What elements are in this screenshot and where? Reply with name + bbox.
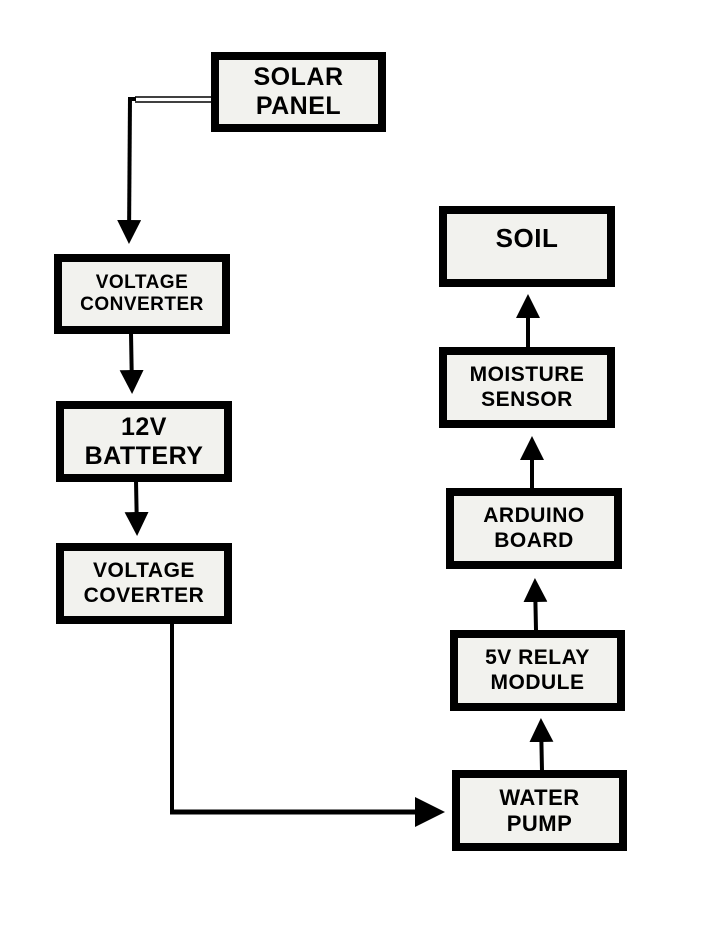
node-label-line: 12V bbox=[121, 412, 167, 441]
node-label-line: MODULE bbox=[490, 670, 585, 694]
node-label-line: BATTERY bbox=[84, 441, 204, 470]
node-label-line: SENSOR bbox=[481, 387, 573, 411]
edge-converter2-to-pump bbox=[170, 622, 445, 827]
node-5v-relay-module: 5V RELAY MODULE bbox=[450, 630, 625, 711]
node-label-line: PUMP bbox=[506, 810, 573, 836]
edge-converter-to-battery bbox=[119, 332, 144, 394]
edge-pump-to-relay bbox=[529, 718, 554, 772]
node-label-line: BOARD bbox=[494, 528, 574, 552]
node-label-line: CONVERTER bbox=[80, 294, 204, 315]
edge-battery-to-converter2 bbox=[124, 480, 149, 536]
node-label-line: MOISTURE bbox=[469, 363, 585, 387]
node-label-line: PANEL bbox=[255, 92, 342, 120]
node-label-line: VOLTAGE bbox=[93, 559, 195, 583]
node-water-pump: WATER PUMP bbox=[452, 770, 627, 851]
node-arduino-board: ARDUINO BOARD bbox=[446, 488, 622, 569]
node-voltage-coverter: VOLTAGE COVERTER bbox=[56, 543, 232, 624]
edge-solar-to-converter bbox=[117, 96, 212, 244]
node-label-line: WATER bbox=[499, 785, 580, 811]
node-label-line: SOLAR bbox=[253, 63, 344, 92]
node-12v-battery: 12V BATTERY bbox=[56, 401, 232, 482]
node-label-line: COVERTER bbox=[83, 583, 205, 607]
node-label-line: VOLTAGE bbox=[95, 272, 189, 294]
node-moisture-sensor: MOISTURE SENSOR bbox=[439, 347, 615, 428]
node-soil: SOIL bbox=[439, 206, 615, 287]
node-label-line: ARDUINO bbox=[483, 504, 585, 528]
edge-relay-to-arduino bbox=[523, 578, 548, 631]
node-solar-panel: SOLAR PANEL bbox=[211, 52, 386, 132]
node-label-line: 5V RELAY bbox=[485, 646, 590, 670]
node-voltage-converter: VOLTAGE CONVERTER bbox=[54, 254, 230, 334]
node-label-line: SOIL bbox=[495, 223, 559, 253]
